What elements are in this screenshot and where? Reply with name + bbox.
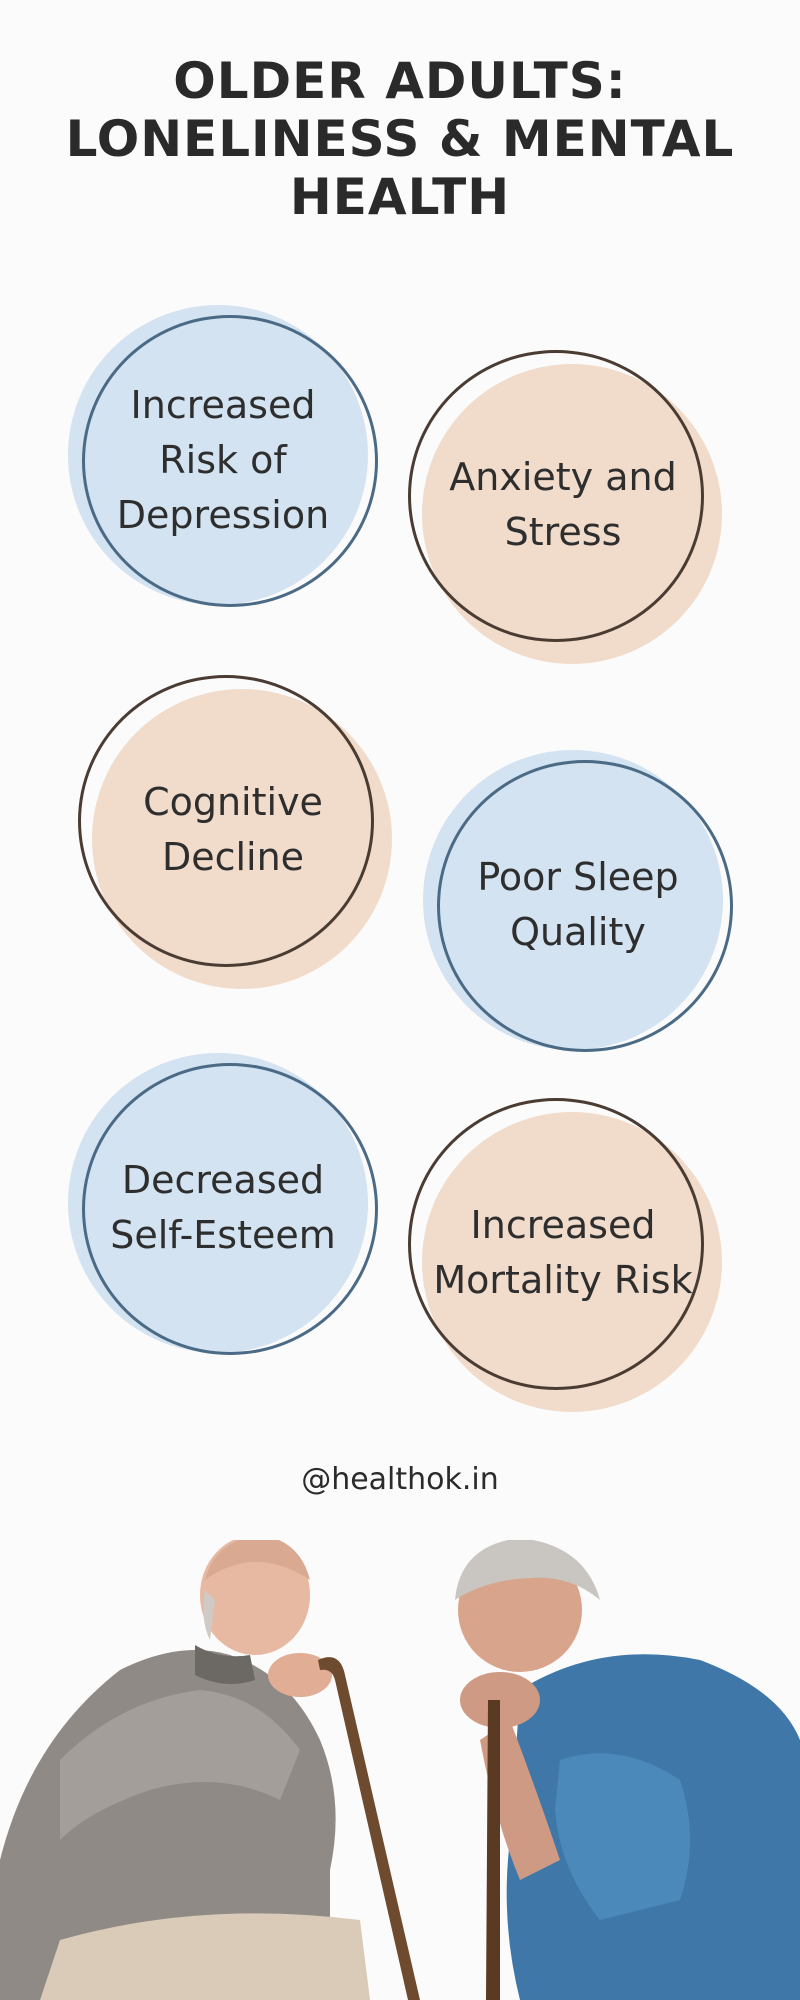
social-handle: @healthok.in <box>301 1462 499 1497</box>
bubble-depression: Increased Risk of Depression <box>68 305 378 615</box>
title-line-3: HEALTH <box>289 168 511 226</box>
elderly-men-photo <box>0 1540 800 2000</box>
bubble-label: Increased Mortality Risk <box>433 1203 693 1302</box>
bubble-self-esteem: Decreased Self-Esteem <box>68 1053 378 1363</box>
title-line-2: LONELINESS & MENTAL <box>65 110 735 168</box>
bubble-sleep: Poor Sleep Quality <box>423 750 733 1060</box>
bubble-anxiety: Anxiety and Stress <box>408 350 722 664</box>
page-title: OLDER ADULTS: LONELINESS & MENTAL HEALTH <box>0 52 800 226</box>
bubble-label: Cognitive Decline <box>143 780 323 879</box>
bubble-label: Anxiety and Stress <box>449 455 677 554</box>
title-line-1: OLDER ADULTS: <box>173 52 627 110</box>
left-man-illustration <box>0 1540 420 2000</box>
bubble-mortality: Increased Mortality Risk <box>408 1098 722 1412</box>
right-man-illustration <box>455 1540 800 2000</box>
bubble-cognitive: Cognitive Decline <box>78 675 392 989</box>
bubble-label: Increased Risk of Depression <box>116 382 330 537</box>
bubble-label: Poor Sleep Quality <box>477 855 679 954</box>
bubble-label: Decreased Self-Esteem <box>110 1158 336 1257</box>
